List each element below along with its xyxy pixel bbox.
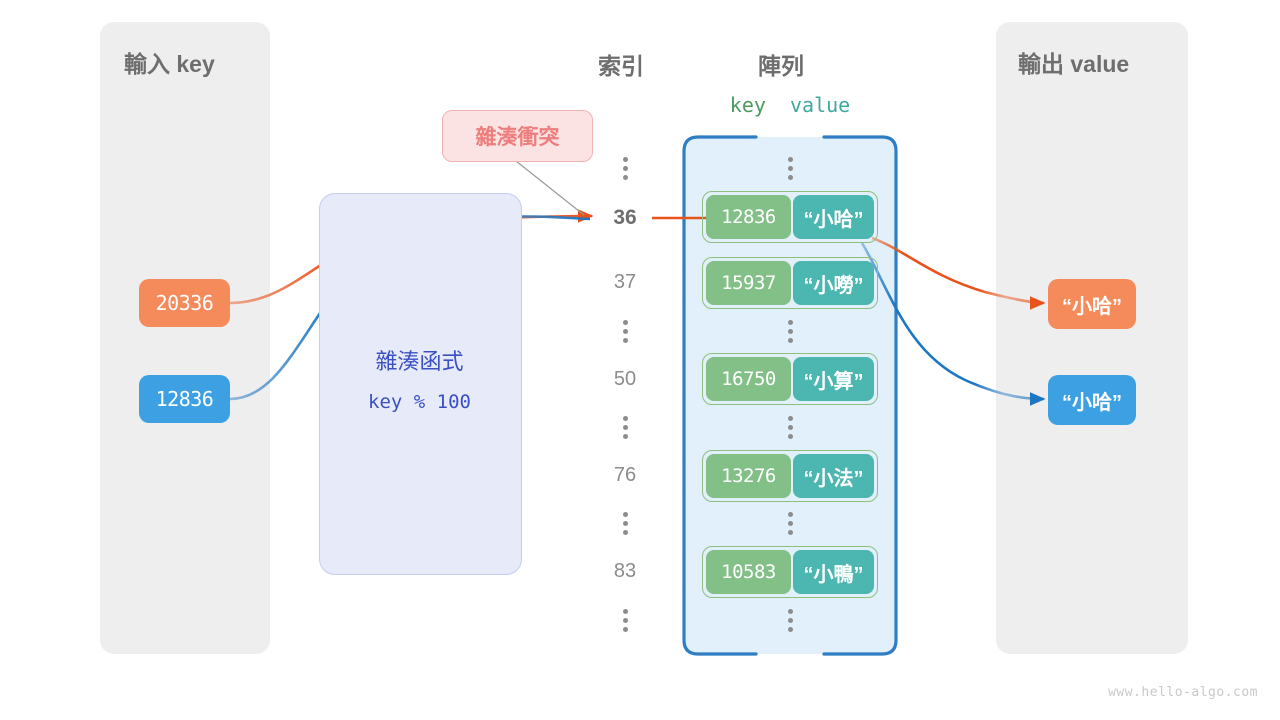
key-value-subheading: key value [684, 93, 896, 117]
array-entry-36[interactable]: 12836 “小哈” [702, 191, 878, 243]
hash-collision-callout: 雜湊衝突 [442, 110, 593, 162]
array-ellipsis [761, 609, 819, 632]
index-ellipsis [596, 609, 654, 632]
array-ellipsis [761, 157, 819, 180]
array-ellipsis [761, 320, 819, 343]
array-entry-83[interactable]: 10583 “小鴨” [702, 546, 878, 598]
entry-value-cell: “小算” [793, 357, 874, 401]
index-ellipsis [596, 157, 654, 180]
entry-value-cell: “小法” [793, 454, 874, 498]
output-panel-title: 輸出 value [1018, 51, 1130, 77]
index-label-50: 50 [613, 368, 637, 390]
array-column-heading: 陣列 [758, 53, 804, 79]
hash-function-formula: key % 100 [368, 391, 471, 413]
array-ellipsis [761, 512, 819, 535]
index-label-76: 76 [613, 464, 637, 486]
index-label-83: 83 [613, 560, 637, 582]
array-entry-37[interactable]: 15937 “小嘮” [702, 257, 878, 309]
collision-leader-line [515, 160, 585, 216]
hash-collision-label: 雜湊衝突 [475, 126, 560, 149]
index-label-37: 37 [613, 271, 637, 293]
entry-key-cell: 16750 [706, 357, 791, 401]
key-subheading-label: key [729, 93, 766, 117]
index-ellipsis [596, 512, 654, 535]
entry-value-cell: “小嘮” [793, 261, 874, 305]
index-column-heading: 索引 [598, 53, 644, 79]
input-panel [100, 22, 270, 654]
value-subheading-label: value [790, 93, 851, 117]
hash-function-box [319, 193, 522, 575]
hash-function-label: 雜湊函式 [375, 349, 464, 374]
entry-key-cell: 12836 [706, 195, 791, 239]
array-entry-50[interactable]: 16750 “小算” [702, 353, 878, 405]
index-ellipsis [596, 320, 654, 343]
entry-value-cell: “小鴨” [793, 550, 874, 594]
entry-value-cell: “小哈” [793, 195, 874, 239]
array-entry-76[interactable]: 13276 “小法” [702, 450, 878, 502]
output-value-chip-blue[interactable]: “小哈” [1048, 375, 1136, 425]
input-key-chip-20336[interactable]: 20336 [139, 279, 230, 327]
output-value-chip-orange[interactable]: “小哈” [1048, 279, 1136, 329]
index-ellipsis [596, 416, 654, 439]
entry-key-cell: 13276 [706, 454, 791, 498]
entry-key-cell: 10583 [706, 550, 791, 594]
index-label-36: 36 [613, 206, 637, 229]
input-panel-title: 輸入 key [124, 51, 215, 77]
array-ellipsis [761, 416, 819, 439]
input-key-chip-12836[interactable]: 12836 [139, 375, 230, 423]
watermark: www.hello-algo.com [1108, 685, 1258, 700]
entry-key-cell: 15937 [706, 261, 791, 305]
output-panel [996, 22, 1188, 654]
